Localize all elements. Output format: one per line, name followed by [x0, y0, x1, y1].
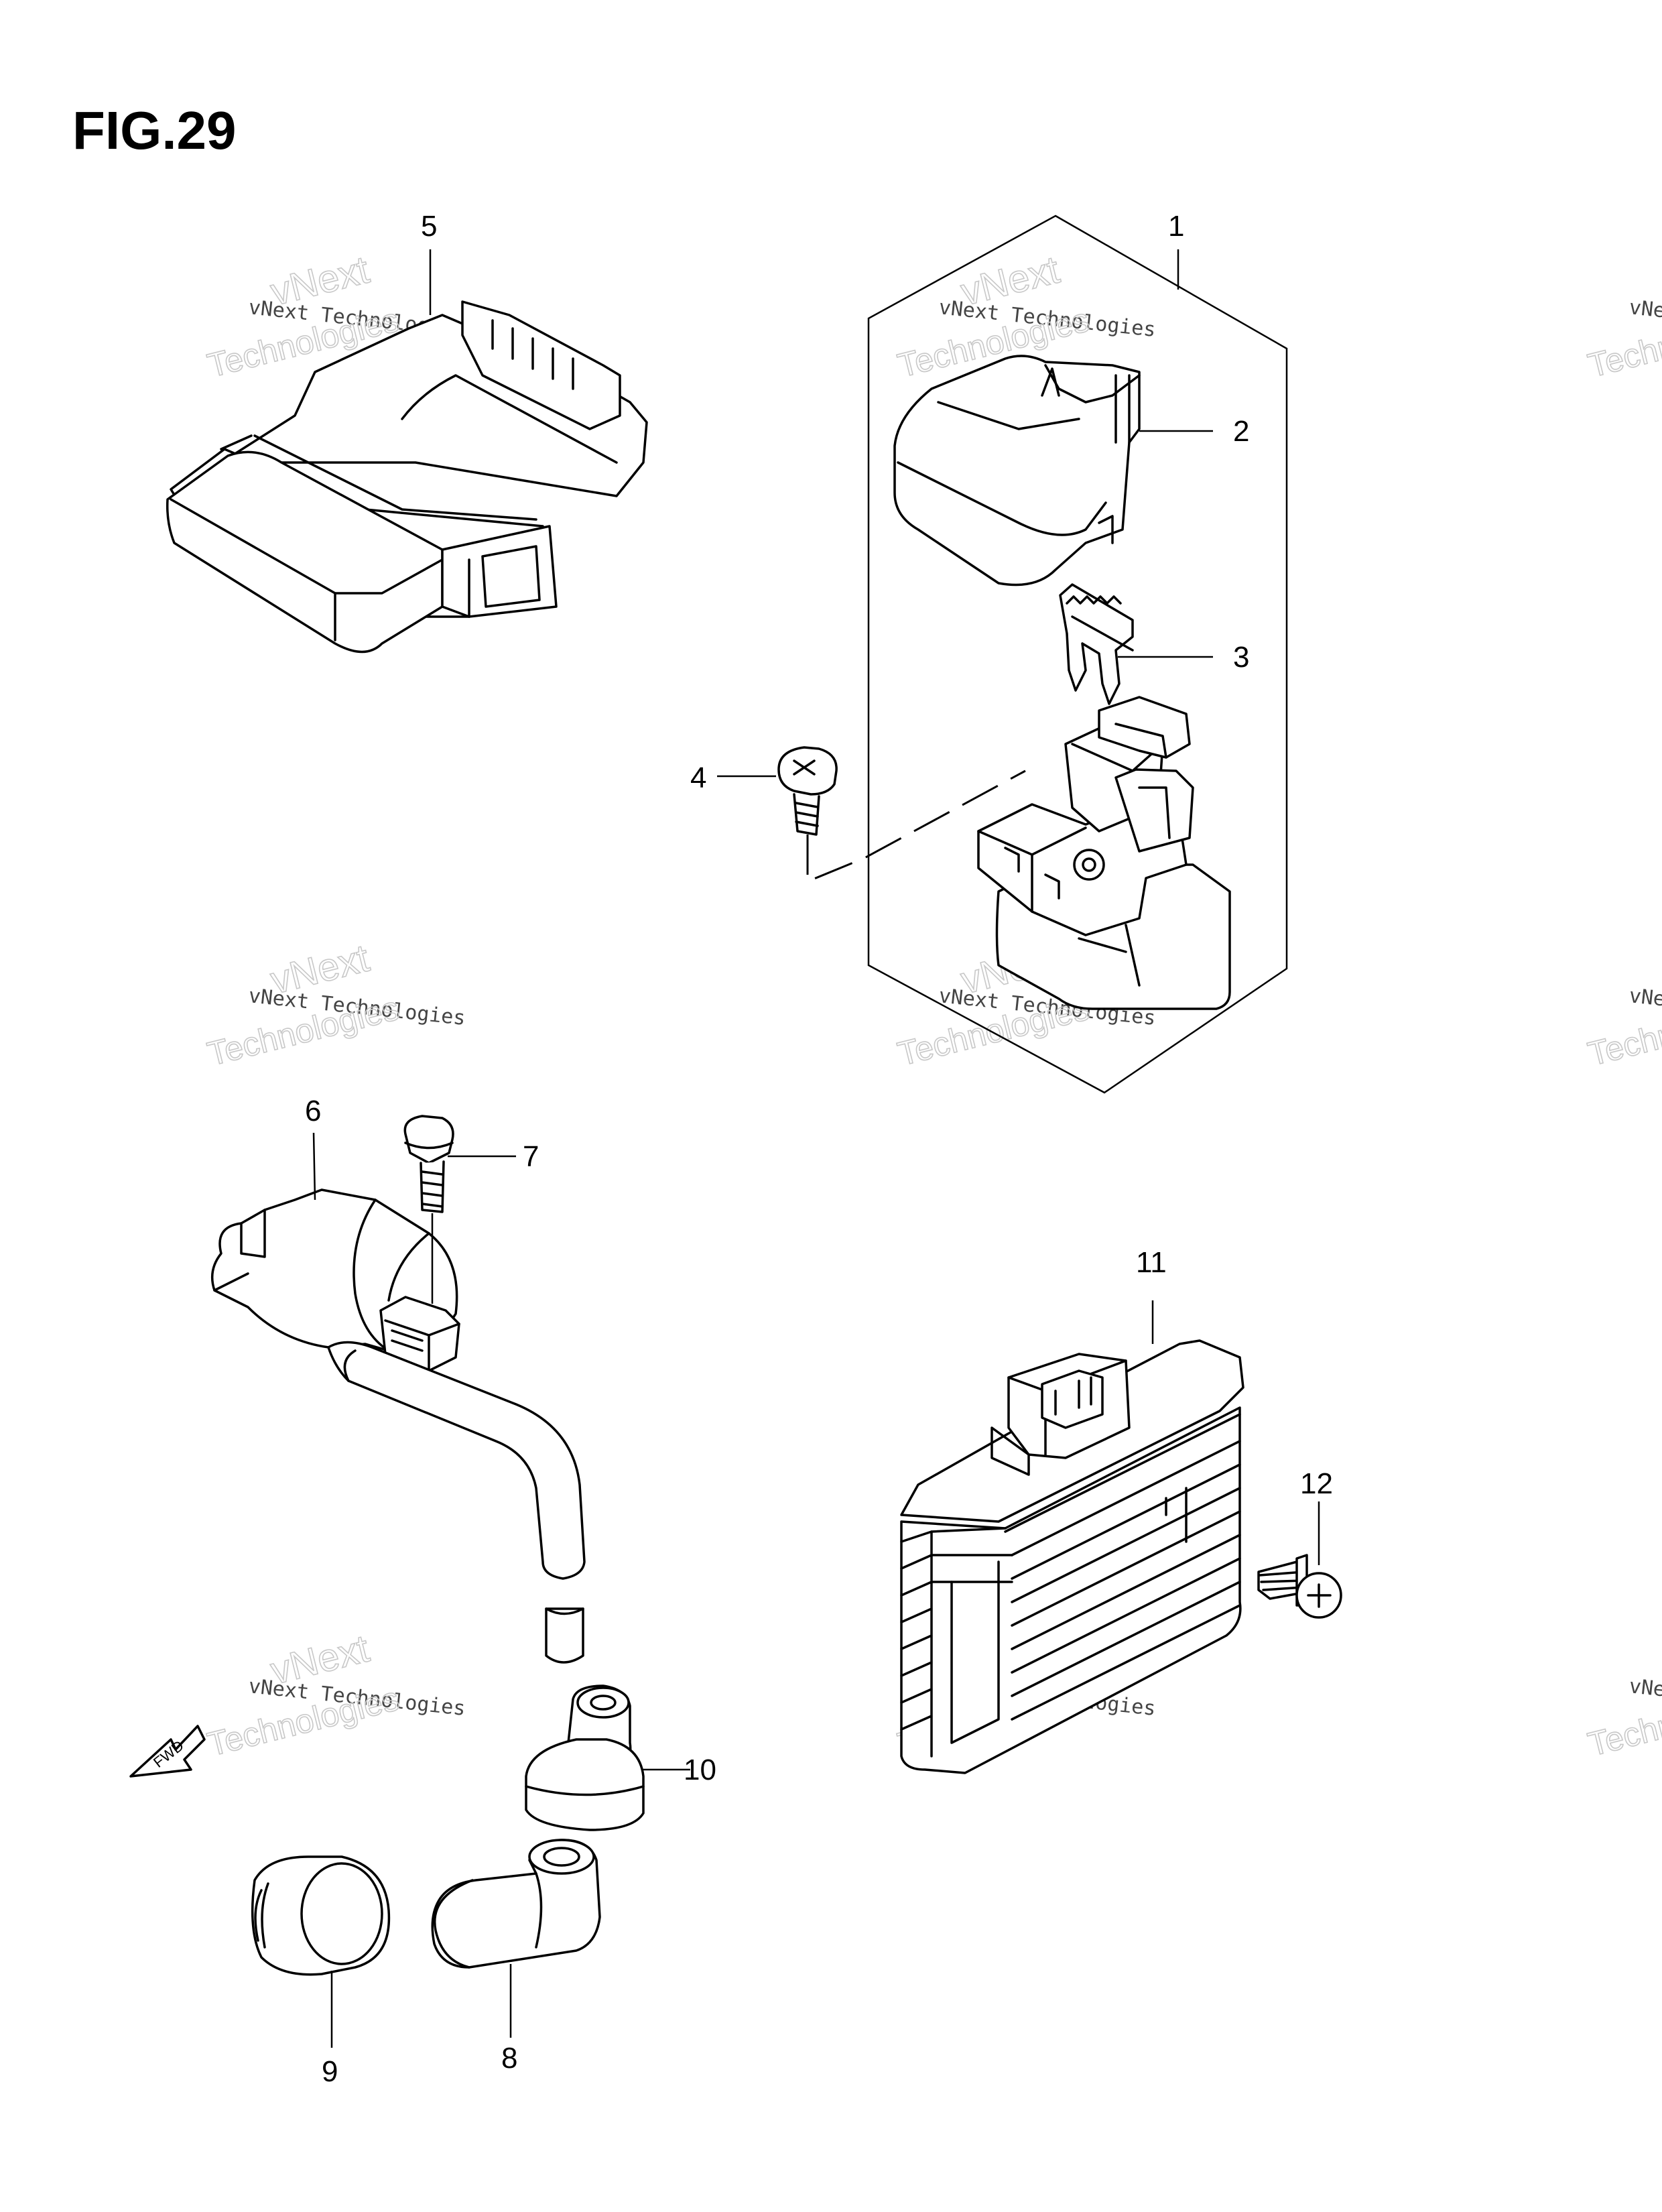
part-11-regulator-rectifier[interactable] [900, 1339, 1244, 1774]
part-2-relay-cap[interactable] [893, 355, 1141, 587]
callout-1: 1 [1168, 210, 1184, 243]
part-10-grommet[interactable] [525, 1684, 645, 1831]
part-1-starter-relay[interactable] [977, 696, 1231, 1010]
watermark: vNext vNext Technologies Technologies [893, 247, 1157, 385]
plug-wire-end [545, 1607, 584, 1664]
part-8-spark-plug-cap[interactable] [431, 1839, 601, 1969]
watermark: vNext vNext Technologies Technologies [203, 1626, 466, 1764]
watermark: vNext Technologies Technologies [1584, 984, 1662, 1073]
assembly-line [806, 770, 1026, 883]
callout-3: 3 [1233, 641, 1249, 674]
watermark: vNext Technologies Technologies [1584, 1674, 1662, 1764]
watermark: vNext Technologies Technologies [1584, 296, 1662, 385]
callout-8: 8 [501, 2042, 517, 2075]
figure-title: FIG.29 [72, 101, 237, 160]
callout-5: 5 [421, 210, 437, 243]
callout-11: 11 [1136, 1246, 1167, 1279]
part-6-ignition-coil[interactable] [210, 1188, 586, 1580]
callout-6: 6 [305, 1095, 321, 1127]
part-12-bolt[interactable] [1257, 1554, 1342, 1619]
callout-2: 2 [1233, 415, 1249, 448]
part-3-fuse[interactable] [1059, 583, 1134, 705]
part-4-screw[interactable] [777, 746, 838, 836]
part-7-bolt[interactable] [403, 1115, 454, 1213]
callout-4: 4 [690, 761, 706, 794]
callout-7: 7 [523, 1140, 539, 1173]
part-1-kit-outline [867, 214, 1288, 1094]
callout-9: 9 [322, 2055, 338, 2088]
watermark: vNext vNext Technologies Technologies [203, 936, 466, 1074]
part-9-plug-cover[interactable] [251, 1855, 391, 1976]
leader-line [312, 1132, 316, 1201]
part-5-cdi-unit[interactable] [166, 300, 648, 654]
callout-10: 10 [684, 1754, 716, 1786]
fwd-arrow: FWD [129, 1725, 206, 1778]
callout-12: 12 [1300, 1467, 1333, 1500]
